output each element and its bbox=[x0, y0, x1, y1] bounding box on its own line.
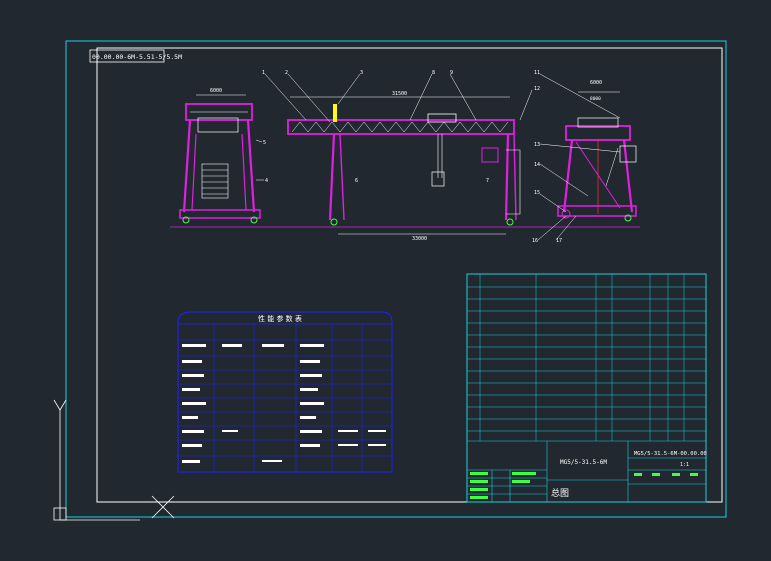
svg-text:4: 4 bbox=[265, 178, 268, 184]
dim-wheel-base: 8000 bbox=[590, 96, 601, 102]
svg-text:8: 8 bbox=[432, 70, 435, 76]
svg-text:9: 9 bbox=[450, 70, 453, 76]
drawing-title-line1: MG5/5-31.5-6M bbox=[560, 459, 607, 466]
dim-left-width: 6000 bbox=[210, 88, 222, 94]
left-side-view: 6000 5 4 bbox=[179, 88, 268, 224]
svg-text:15: 15 bbox=[534, 190, 540, 196]
crosshair-cursor bbox=[151, 495, 175, 519]
svg-text:6: 6 bbox=[355, 178, 358, 184]
svg-text:1: 1 bbox=[262, 70, 265, 76]
svg-text:16: 16 bbox=[532, 238, 538, 244]
drawing-number: MG5/5-31.5-6M-00.00.00 bbox=[634, 451, 707, 457]
svg-text:11: 11 bbox=[534, 70, 540, 76]
dim-span: 31500 bbox=[392, 91, 407, 97]
drawing-title-line2: 总图 bbox=[551, 487, 569, 499]
dim-rail: 33000 bbox=[412, 236, 427, 242]
svg-text:5: 5 bbox=[263, 140, 266, 146]
code-tag: 00.00.00-6M-5.51-5/5.5M bbox=[92, 53, 182, 61]
svg-text:7: 7 bbox=[486, 178, 489, 184]
dim-right-width: 6000 bbox=[590, 80, 602, 86]
parameter-table: 性 能 参 数 表 bbox=[177, 311, 393, 473]
svg-text:2: 2 bbox=[285, 70, 288, 76]
right-side-view: 6000 8000 11 13 14 15 16 17 bbox=[532, 70, 637, 244]
inner-border bbox=[96, 47, 723, 503]
drawing-scale: 1:1 bbox=[680, 462, 689, 468]
svg-text:17: 17 bbox=[556, 238, 562, 244]
svg-text:12: 12 bbox=[534, 86, 540, 92]
params-table-title: 性 能 参 数 表 bbox=[258, 314, 302, 323]
outer-frame bbox=[65, 40, 727, 518]
svg-text:13: 13 bbox=[534, 142, 540, 148]
svg-text:3: 3 bbox=[360, 70, 363, 76]
svg-text:14: 14 bbox=[534, 162, 540, 168]
main-front-view: 31500 33000 1 2 3 8 bbox=[170, 70, 640, 242]
code-tag-box bbox=[89, 49, 165, 63]
ucs-icon bbox=[53, 399, 140, 521]
title-block: MG5/5-31.5-6M 总图 MG5/5-31.5-6M-00.00.00 … bbox=[466, 273, 707, 503]
